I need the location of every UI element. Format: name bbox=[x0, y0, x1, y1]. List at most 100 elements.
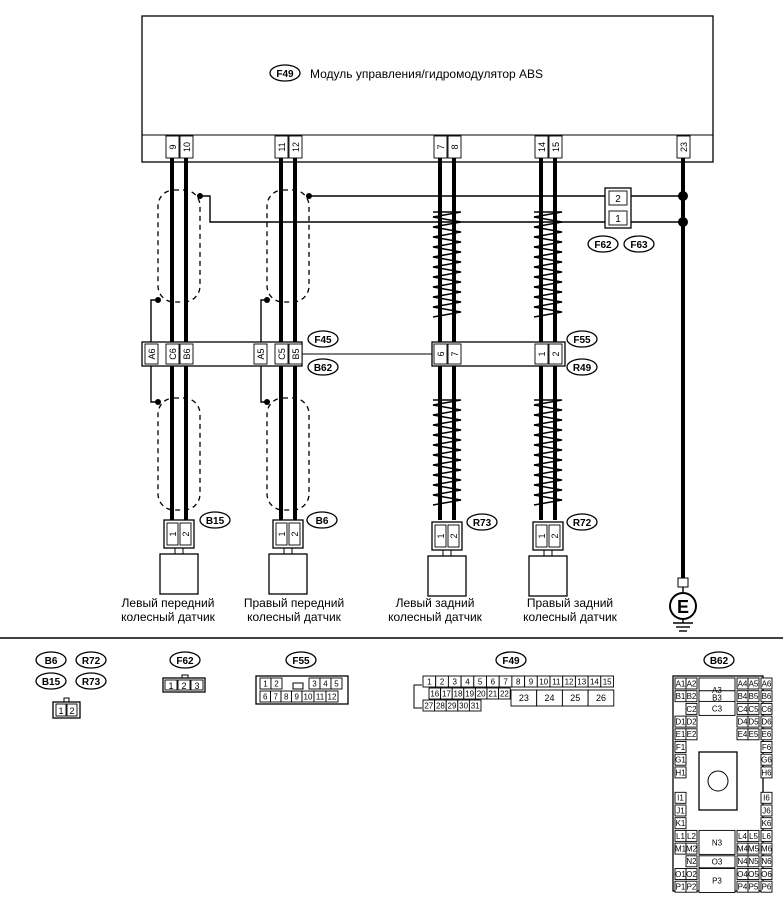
svg-text:1: 1 bbox=[436, 533, 446, 538]
pin-cell bbox=[760, 842, 773, 855]
pin-label: L4 bbox=[738, 832, 747, 841]
svg-text:1: 1 bbox=[277, 531, 287, 536]
pin-cell bbox=[747, 677, 760, 690]
module-code: F49 bbox=[276, 69, 294, 80]
svg-text:Левый передний: Левый передний bbox=[122, 596, 215, 610]
pin-label: 14 bbox=[590, 677, 599, 686]
pin-label: 3 bbox=[453, 677, 458, 686]
pin-label: J6 bbox=[762, 806, 771, 815]
pin-label: L6 bbox=[762, 832, 771, 841]
pin-cell bbox=[698, 868, 736, 893]
svg-text:R72: R72 bbox=[573, 518, 592, 529]
pin-label: 10 bbox=[304, 692, 313, 701]
pin-cell bbox=[600, 675, 614, 688]
pin-label: L1 bbox=[676, 832, 685, 841]
pin-label: H6 bbox=[761, 768, 772, 777]
pin-label: O1 bbox=[675, 870, 686, 879]
pin-cell bbox=[760, 741, 773, 753]
pin-label: O3 bbox=[712, 858, 723, 867]
pin-label: L2 bbox=[687, 832, 696, 841]
pin-label: G1 bbox=[675, 756, 686, 765]
pin-cell bbox=[674, 753, 687, 766]
pin-label: G6 bbox=[761, 756, 772, 765]
pin-label: N3 bbox=[712, 838, 723, 847]
pin-cell bbox=[760, 728, 773, 741]
svg-text:F55: F55 bbox=[292, 656, 310, 667]
pin-cell bbox=[685, 690, 698, 703]
pin-label: P3 bbox=[712, 876, 722, 885]
pin-cell bbox=[685, 702, 698, 715]
key-notch bbox=[292, 682, 304, 690]
svg-text:1: 1 bbox=[537, 351, 547, 356]
pin-label: D1 bbox=[675, 717, 686, 726]
module-pins: 9 10 11 12 7 8 14 15 23 bbox=[165, 135, 691, 159]
svg-text:A5: A5 bbox=[256, 348, 266, 359]
svg-text:2: 2 bbox=[69, 706, 74, 716]
pin-label: A4 bbox=[738, 679, 748, 688]
svg-text:колесный датчик: колесный датчик bbox=[121, 610, 216, 624]
sensor-right-front: 1 2 B6 Правый передний колесный датчик bbox=[244, 511, 344, 624]
svg-text:B6: B6 bbox=[45, 656, 58, 667]
pin-label: 20 bbox=[477, 689, 486, 698]
svg-text:F49: F49 bbox=[502, 656, 520, 667]
pin-label: 9 bbox=[529, 677, 534, 686]
pin-label: 27 bbox=[424, 701, 433, 710]
pin-cell bbox=[760, 753, 773, 766]
pin-label: D5 bbox=[748, 717, 759, 726]
pin-cell bbox=[747, 728, 760, 741]
pin-label: N2 bbox=[686, 857, 697, 866]
pin-cell bbox=[468, 699, 482, 712]
svg-text:8: 8 bbox=[450, 144, 460, 149]
pin-cell bbox=[674, 791, 687, 804]
pin-label: 1 bbox=[263, 679, 268, 688]
pin-cell bbox=[498, 687, 511, 700]
ground-symbol: E bbox=[669, 577, 697, 632]
pin-cell bbox=[747, 702, 760, 715]
pin-cell bbox=[698, 677, 736, 703]
pin-label: 30 bbox=[459, 701, 468, 710]
pin-label: 25 bbox=[570, 693, 580, 703]
svg-text:B5: B5 bbox=[291, 348, 301, 359]
svg-text:B6: B6 bbox=[316, 516, 329, 527]
pin-label: B2 bbox=[687, 692, 697, 701]
pin-cell bbox=[760, 868, 773, 880]
pin-label: P5 bbox=[749, 883, 759, 892]
svg-text:C6: C6 bbox=[168, 348, 178, 360]
svg-text:1: 1 bbox=[168, 531, 178, 536]
pin-cell bbox=[760, 677, 773, 690]
svg-text:R73: R73 bbox=[82, 677, 101, 688]
pin-label: N5 bbox=[748, 857, 759, 866]
svg-text:B6: B6 bbox=[182, 348, 192, 359]
pin-cell bbox=[760, 855, 773, 868]
pin-label: 16 bbox=[430, 689, 439, 698]
pin-cell bbox=[760, 880, 773, 893]
pin-label: 6 bbox=[263, 692, 268, 701]
pin-label: 13 bbox=[577, 677, 586, 686]
pin-label: 1 bbox=[427, 677, 432, 686]
svg-text:1: 1 bbox=[168, 681, 173, 691]
svg-text:2: 2 bbox=[615, 194, 621, 205]
svg-text:B15: B15 bbox=[206, 516, 225, 527]
pin-label: 8 bbox=[284, 692, 289, 701]
twist-right-rear-upper bbox=[533, 211, 563, 318]
pin-label: M4 bbox=[737, 844, 749, 853]
pin-cell bbox=[685, 880, 698, 893]
pin-label: P4 bbox=[738, 883, 748, 892]
pin-label: A6 bbox=[762, 679, 772, 688]
pin-cell bbox=[270, 677, 283, 690]
svg-text:14: 14 bbox=[537, 142, 547, 152]
ground-connector: 2 1 F62 F63 bbox=[587, 187, 655, 253]
pin-label: H1 bbox=[675, 768, 686, 777]
pin-label: 31 bbox=[471, 701, 480, 710]
svg-text:R72: R72 bbox=[82, 656, 101, 667]
pin-label: B5 bbox=[749, 692, 759, 701]
pin-cell bbox=[587, 689, 615, 707]
pin-label: 23 bbox=[519, 693, 529, 703]
pin-label: 6 bbox=[491, 677, 496, 686]
svg-text:2: 2 bbox=[449, 533, 459, 538]
pin-label: E5 bbox=[749, 730, 759, 739]
svg-text:C5: C5 bbox=[277, 348, 287, 360]
twist-right-rear-lower bbox=[533, 399, 563, 506]
